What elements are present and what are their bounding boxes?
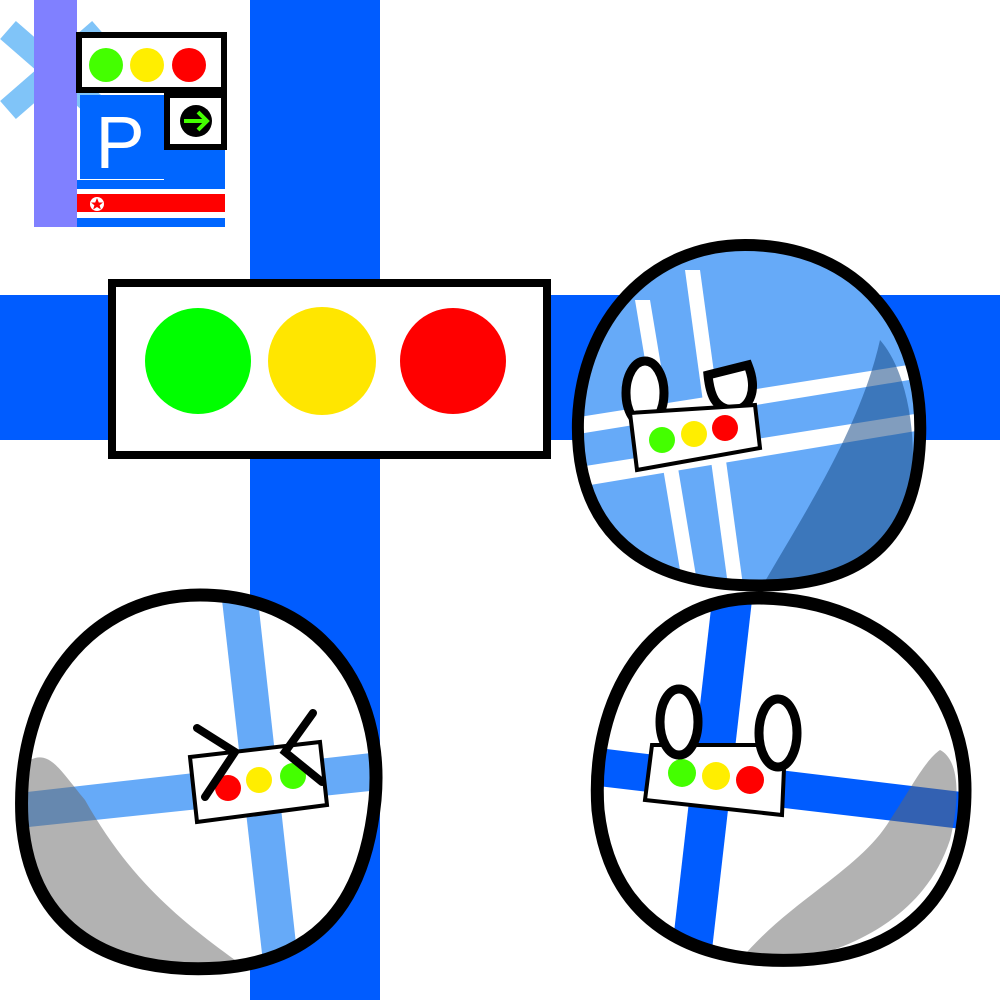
red-light [400, 308, 506, 414]
green-light [145, 308, 251, 414]
right-eye [703, 359, 757, 415]
right-eye [754, 694, 802, 772]
white-ball-left [15, 588, 383, 976]
violet-bar [34, 0, 77, 227]
right-squint-eye [279, 709, 326, 786]
traffic-light [108, 279, 551, 459]
star-icon [90, 197, 104, 211]
parking-letter: P [95, 101, 144, 184]
parking-sign [80, 95, 164, 179]
left-squint-eye [193, 724, 241, 801]
green-arrow-icon [180, 105, 212, 137]
white-ball-right [590, 591, 972, 967]
left-eye [655, 684, 703, 760]
light-blue-ball [571, 238, 927, 592]
emblem: P [0, 0, 227, 227]
yellow-light [268, 307, 376, 415]
